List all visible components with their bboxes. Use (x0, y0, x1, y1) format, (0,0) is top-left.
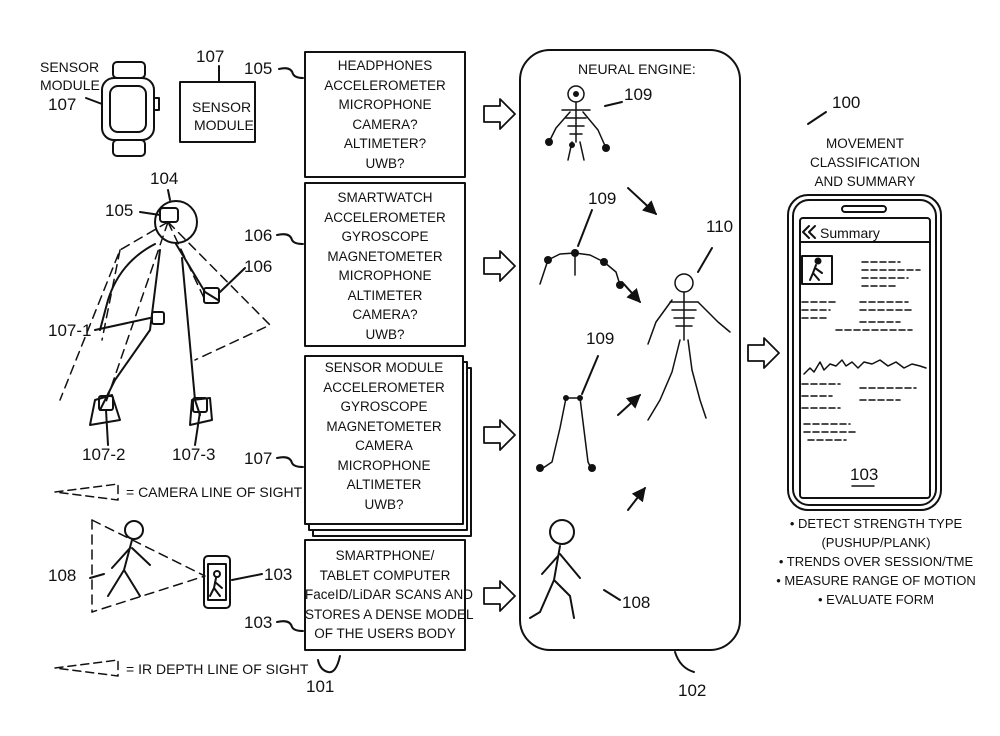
leader-107-1 (94, 317, 151, 331)
feature-bullets: • DETECT STRENGTH TYPE(PUSHUP/PLANK)• TR… (776, 516, 976, 607)
leader-100 (807, 111, 827, 125)
neural-engine-box (519, 49, 741, 651)
summary-text-placeholder-lines (801, 261, 921, 441)
ref-101: 101 (306, 677, 335, 696)
leader-105 (278, 67, 304, 79)
ref-107-1: 107-1 (48, 321, 92, 340)
camera-sight-legend-icon (54, 483, 119, 501)
hip-sensor-icon (151, 311, 165, 325)
ref-108-person: 108 (48, 566, 77, 585)
headphone-sensor-icon (159, 207, 179, 223)
upper-body-skeleton-icon (548, 85, 607, 161)
smartwatch-icon (101, 61, 160, 157)
upper-body-sensor-dots (545, 91, 610, 152)
output-arrow (747, 337, 780, 369)
camera-sight-lines (59, 221, 271, 406)
sensor-module-stack-box (304, 355, 464, 525)
legs-skeleton-icon (539, 397, 593, 471)
ref-103: 103 (244, 613, 273, 632)
smartphone-box (304, 539, 466, 651)
leader-107-2 (105, 409, 109, 446)
ref-109-top: 109 (624, 85, 653, 104)
ref-107-3: 107-3 (172, 445, 216, 464)
ref-107: 107 (244, 449, 273, 468)
ref-103-phone-screen: 103 (850, 465, 879, 484)
arms-sensor-dots (544, 249, 624, 289)
label-sensor-box-2: MODULE (194, 117, 254, 133)
leader-110 (697, 247, 713, 273)
full-body-skeleton-icon (647, 273, 731, 421)
ref-109-bottom: 109 (586, 329, 615, 348)
label-sensor-box-1: SENSOR (192, 99, 252, 115)
leader-108-neural (603, 589, 621, 601)
ref-100: 100 (832, 93, 861, 112)
ref-110: 110 (706, 217, 734, 236)
legs-sensor-dots (536, 395, 596, 472)
smartphone-device (787, 194, 942, 511)
ref-103-phone: 103 (264, 565, 293, 584)
ref-106-person: 106 (244, 257, 273, 276)
summary-header: Summary (820, 225, 880, 241)
leader-109-top (604, 101, 623, 107)
leader-106-person (219, 267, 246, 293)
activity-walk-icon (801, 255, 833, 285)
ref-107-module: 107 (196, 47, 225, 66)
leader-104 (167, 189, 171, 201)
walking-person-icon (529, 519, 581, 619)
ref-106: 106 (244, 226, 273, 245)
leader-101 (317, 655, 341, 674)
ref-104: 104 (150, 169, 179, 188)
leader-102 (674, 651, 695, 673)
leader-108-person (89, 573, 105, 579)
leader-106 (276, 233, 304, 245)
leader-107-3 (194, 411, 201, 446)
arms-skeleton-icon (539, 252, 621, 286)
legend-ir-sight: = IR DEPTH LINE OF SIGHT (126, 661, 309, 677)
ir-scene-person-icon (107, 520, 151, 597)
label-module-watch: MODULE (40, 77, 100, 93)
legend-camera-sight: = CAMERA LINE OF SIGHT (126, 484, 303, 500)
smartwatch-box (304, 182, 466, 347)
ref-108-neural: 108 (622, 593, 651, 612)
leader-103 (276, 620, 304, 632)
sensor-module-box (179, 81, 256, 143)
input-arrows (483, 98, 516, 612)
ref-107-2: 107-2 (82, 445, 126, 464)
neural-engine-title: NEURAL ENGINE: (578, 61, 696, 77)
ref-105-person: 105 (105, 201, 134, 220)
leader-109-bottom (581, 355, 599, 395)
headphones-box (304, 51, 466, 178)
leader-109-mid (577, 209, 593, 247)
ref-102: 102 (678, 681, 707, 700)
ref-107-watch: 107 (48, 95, 77, 114)
label-sensor-module-watch: SENSOR (40, 59, 100, 75)
ir-sight-lines (91, 519, 206, 613)
back-chevron-icon[interactable] (802, 225, 816, 239)
ir-phone-icon (203, 555, 231, 609)
ref-105: 105 (244, 59, 273, 78)
ir-sight-legend-icon (54, 659, 119, 677)
summary-trend-graph (803, 359, 927, 375)
leader-107 (276, 456, 304, 468)
wrist-sensor-icon (203, 287, 220, 304)
leader-107-watch (85, 97, 103, 105)
ref-109-mid: 109 (588, 189, 617, 208)
leader-103-phone (231, 573, 263, 581)
merge-arrows (617, 187, 658, 511)
leader-105-person (139, 211, 161, 216)
